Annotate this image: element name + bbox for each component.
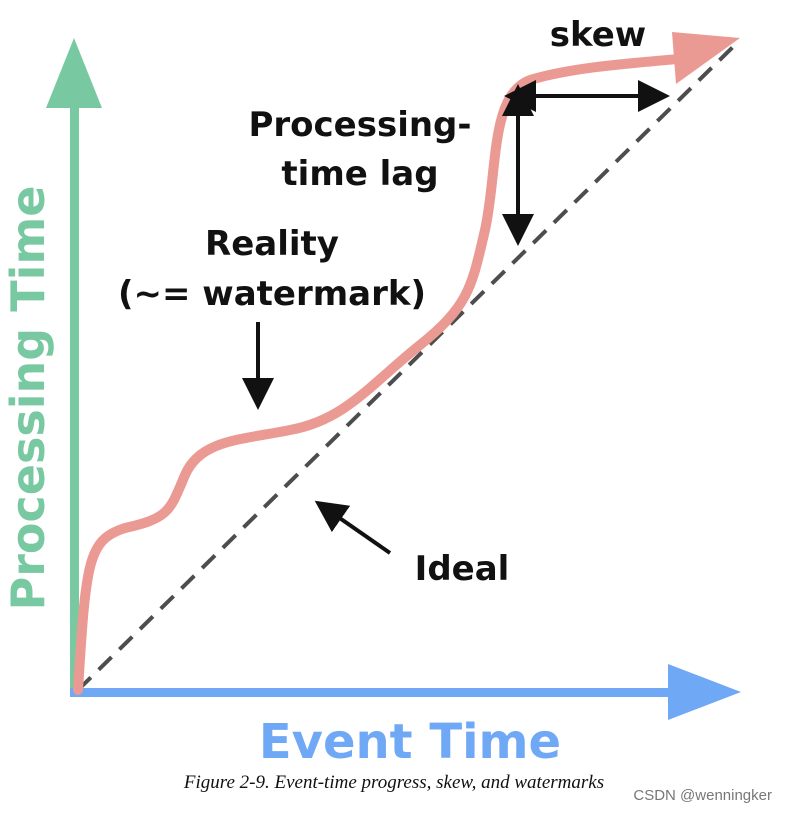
figure-caption: Figure 2-9. Event-time progress, skew, a… [183, 772, 605, 793]
skew-label: skew [550, 15, 646, 55]
reality-arrowhead [672, 32, 740, 84]
y-axis [46, 38, 102, 697]
ideal-pointer-arrow [314, 500, 392, 555]
processing-time-lag-label-line2: time lag [281, 154, 438, 194]
y-axis-label: Processing Time [1, 186, 55, 611]
x-axis-label: Event Time [259, 714, 561, 770]
y-axis-arrowhead [46, 38, 102, 108]
reality-curve [73, 53, 695, 695]
reality-label-line2: (~= watermark) [118, 274, 426, 314]
x-axis-arrowhead [668, 664, 741, 720]
reality-label-line1: Reality [205, 224, 339, 264]
csdn-watermark: CSDN @wenningker [633, 787, 772, 804]
ideal-label: Ideal [415, 549, 510, 589]
processing-time-lag-label-line1: Processing- [248, 105, 471, 145]
y-axis-line [70, 100, 79, 697]
x-axis-line [70, 688, 680, 697]
ideal-line [76, 38, 742, 692]
x-axis [70, 664, 741, 720]
